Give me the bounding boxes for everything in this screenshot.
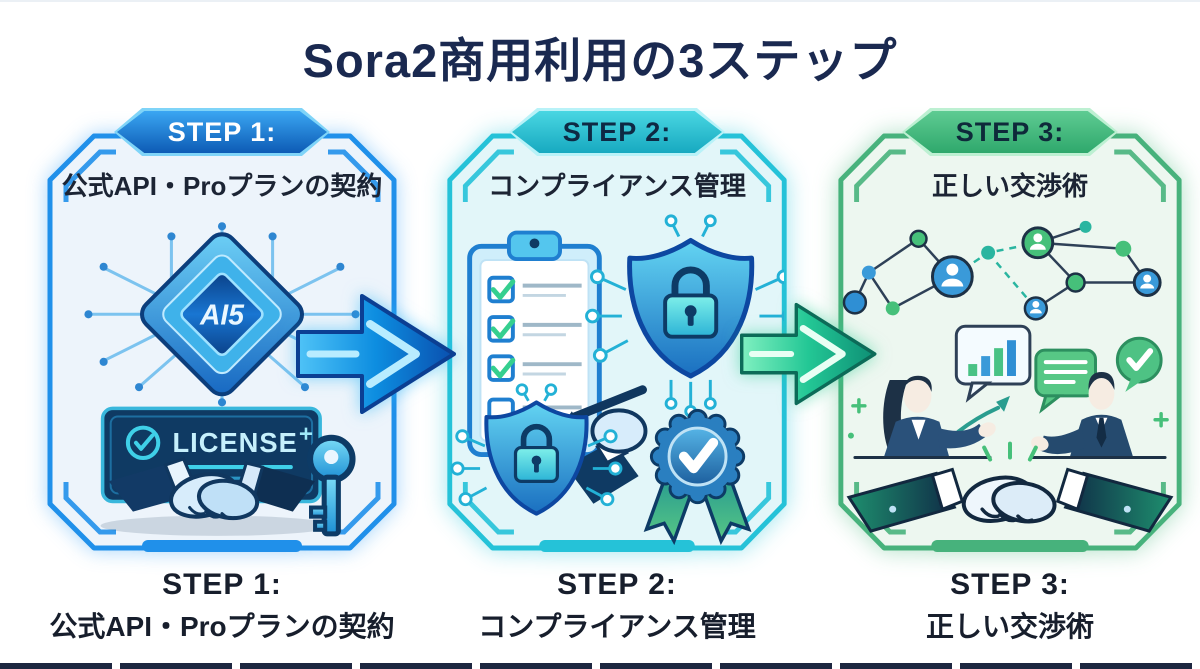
step3-badge-label: STEP 3: xyxy=(955,116,1065,147)
step1-badge: STEP 1: xyxy=(114,108,330,156)
shield-lock-bottom-icon xyxy=(450,383,623,516)
step1-illustration: AI5 LICENSE xyxy=(84,222,360,537)
bottom-strip xyxy=(0,663,1200,669)
sparkle-icon xyxy=(299,427,313,440)
ai-chip-icon: AI5 xyxy=(84,222,360,407)
step3-caption: STEP 3: 正しい交渉術 xyxy=(810,568,1200,645)
arrow-step1-to-step2-icon xyxy=(296,294,456,414)
step3-caption-text: 正しい交渉術 xyxy=(925,611,1094,642)
step2-heading: コンプライアンス管理 xyxy=(488,171,746,201)
step1-badge-label: STEP 1: xyxy=(167,116,277,147)
network-diagram-icon xyxy=(842,220,1162,321)
step1-caption-text: 公式API・Proプランの契約 xyxy=(49,611,395,642)
step1-caption: STEP 1: 公式API・Proプランの契約 xyxy=(22,568,422,645)
step3-heading: 正しい交渉術 xyxy=(931,171,1088,201)
page-title: Sora2商用利用の3ステップ xyxy=(302,34,898,87)
plus-marks-icon xyxy=(851,398,1169,428)
step2-panel: STEP 2: コンプライアンス管理 xyxy=(442,108,792,556)
step2-caption-text: コンプライアンス管理 xyxy=(478,611,756,642)
step1-heading: 公式API・Proプランの契約 xyxy=(61,171,383,201)
step2-caption-step: STEP 2: xyxy=(557,568,677,601)
handshake-icon xyxy=(846,441,1174,533)
step2-illustration xyxy=(450,214,784,546)
text-speech-bubble-icon xyxy=(1034,348,1097,414)
shield-lock-top-icon xyxy=(585,214,784,418)
step3-badge: STEP 3: xyxy=(902,108,1118,156)
top-hairline xyxy=(0,0,1200,2)
handshake-icon xyxy=(108,457,316,521)
certified-ribbon-icon xyxy=(643,408,752,546)
step2-badge: STEP 2: xyxy=(509,108,725,156)
negotiator-woman-icon xyxy=(883,375,996,458)
chip-label: AI5 xyxy=(199,299,245,331)
license-check-badge-icon xyxy=(125,425,161,460)
step3-caption-step: STEP 3: xyxy=(950,568,1070,601)
step1-caption-step: STEP 1: xyxy=(162,568,282,601)
dot-accent xyxy=(847,432,854,439)
step3-panel: STEP 3: 正しい交渉術 xyxy=(833,108,1187,556)
growth-arrow-icon xyxy=(956,395,1010,434)
step3-illustration xyxy=(842,220,1174,533)
step2-caption: STEP 2: コンプライアンス管理 xyxy=(417,568,817,645)
license-label: LICENSE xyxy=(172,427,297,458)
key-icon xyxy=(306,434,356,537)
license-card-icon: LICENSE xyxy=(100,406,356,537)
chart-speech-bubble-icon xyxy=(954,324,1032,403)
check-speech-bubble-icon xyxy=(1115,336,1163,392)
clipboard-checklist-icon xyxy=(467,230,602,458)
step1-panel: STEP 1: 公式API・Proプランの契約 xyxy=(42,108,402,556)
arrow-step2-to-step3-icon xyxy=(740,302,877,406)
step2-badge-label: STEP 2: xyxy=(562,116,672,147)
